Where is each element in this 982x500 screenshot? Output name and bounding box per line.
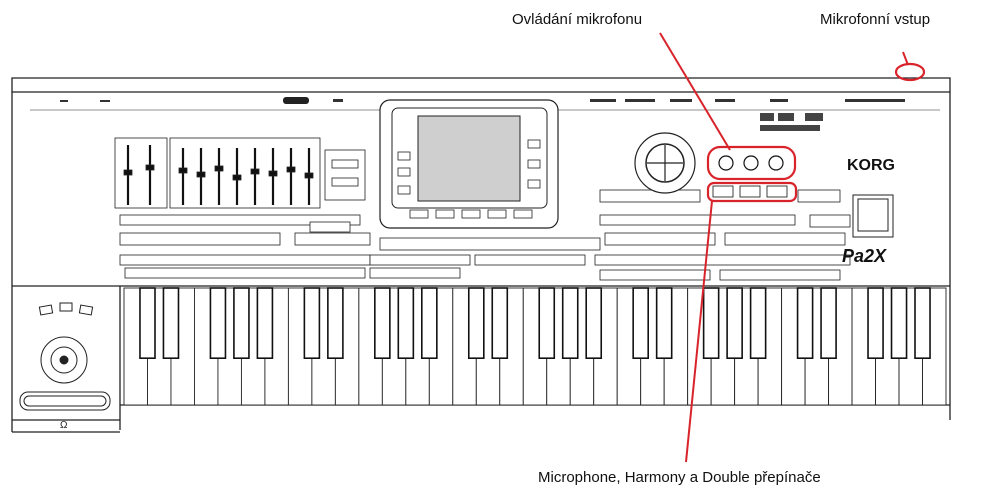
black-key [539, 288, 554, 358]
black-key [210, 288, 225, 358]
knobs [719, 156, 783, 170]
mic-panel [853, 195, 893, 237]
black-key [257, 288, 272, 358]
black-key [563, 288, 578, 358]
black-key [751, 288, 766, 358]
black-key [328, 288, 343, 358]
joystick-icon [20, 303, 110, 410]
black-key [727, 288, 742, 358]
slider-block [115, 138, 365, 208]
black-key [304, 288, 319, 358]
black-key [422, 288, 437, 358]
dial [635, 133, 695, 193]
brand-logo: KORG [847, 157, 895, 174]
black-key [586, 288, 601, 358]
black-key [163, 288, 178, 358]
black-key [821, 288, 836, 358]
black-key [915, 288, 930, 358]
black-key [398, 288, 413, 358]
callout-mic-switches: Microphone, Harmony a Double přepínače [538, 469, 821, 486]
black-key [234, 288, 249, 358]
model-logo: Pa2X [842, 246, 887, 266]
black-key [140, 288, 155, 358]
black-key [657, 288, 672, 358]
black-key [892, 288, 907, 358]
black-key [633, 288, 648, 358]
headphone-icon: Ω [60, 420, 68, 431]
black-key [704, 288, 719, 358]
feature-logos [760, 113, 823, 131]
callout-mic-input: Mikrofonní vstup [820, 11, 930, 28]
keyboard-keys [124, 288, 946, 405]
black-key [868, 288, 883, 358]
black-key [492, 288, 507, 358]
mic-switch-buttons [713, 186, 787, 197]
black-key [798, 288, 813, 358]
black-key [469, 288, 484, 358]
callout-mic-control: Ovládání mikrofonu [512, 11, 642, 28]
display-unit [380, 100, 558, 228]
black-key [375, 288, 390, 358]
